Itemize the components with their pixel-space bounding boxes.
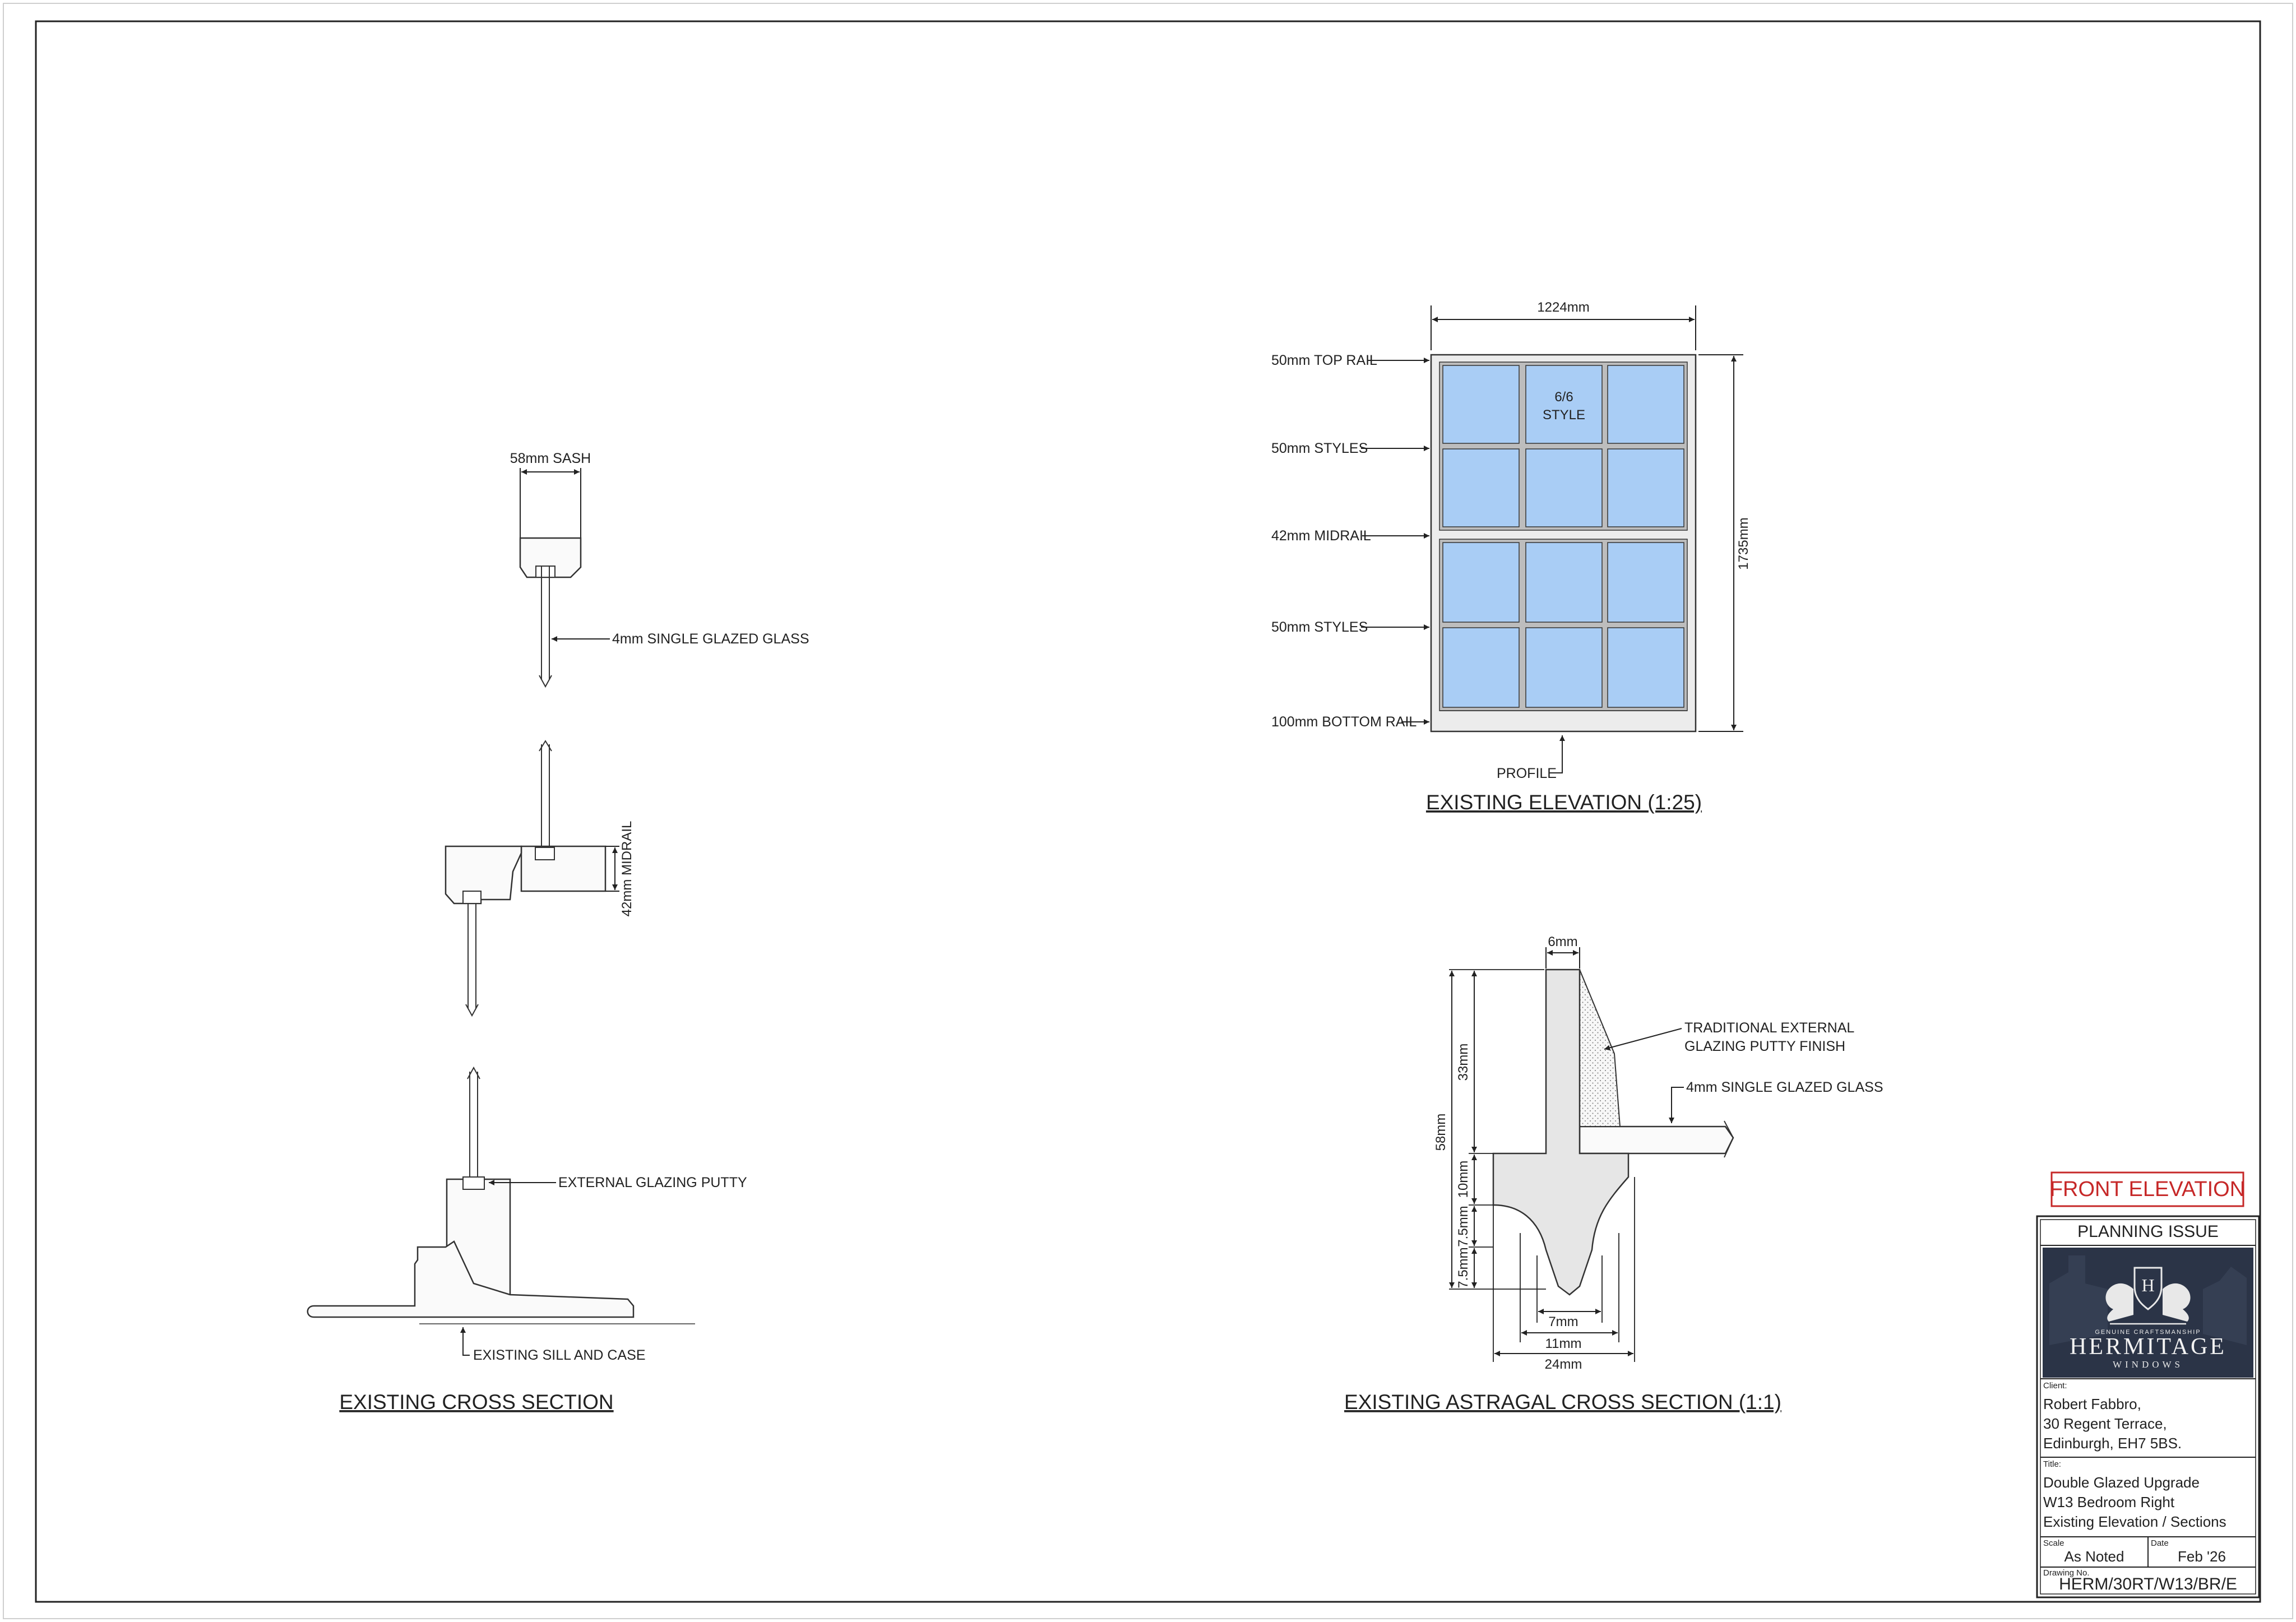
- label-top-rail: 50mm TOP RAIL: [1271, 353, 1377, 368]
- style-note: STYLE: [1543, 407, 1585, 423]
- date-value: Feb '26: [2178, 1548, 2226, 1565]
- stamp-label: FRONT ELEVATION: [2050, 1178, 2245, 1201]
- label-midrail: 42mm MIDRAIL: [1271, 528, 1371, 544]
- label-putty-finish: TRADITIONAL EXTERNAL: [1684, 1020, 1854, 1036]
- dim-7-5mm-lower: 7.5mm: [1456, 1247, 1471, 1288]
- dim-24mm: 24mm: [1545, 1357, 1582, 1372]
- elevation-title: EXISTING ELEVATION (1:25): [1426, 791, 1702, 814]
- glass-pane: [1525, 542, 1603, 623]
- cross-section-title: EXISTING CROSS SECTION: [339, 1391, 613, 1414]
- label-glass: 4mm SINGLE GLAZED GLASS: [612, 631, 809, 647]
- label-styles-upper: 50mm STYLES: [1271, 441, 1368, 456]
- label-bottom-rail: 100mm BOTTOM RAIL: [1271, 714, 1417, 730]
- putty-finish: [1579, 969, 1621, 1127]
- client-line: 30 Regent Terrace,: [2043, 1415, 2167, 1432]
- title-line: W13 Bedroom Right: [2043, 1494, 2175, 1510]
- width-dimension: 1224mm: [1537, 300, 1589, 315]
- client-line: Edinburgh, EH7 5BS.: [2043, 1435, 2182, 1452]
- midrail-profile: [520, 845, 607, 892]
- label-putty: EXTERNAL GLAZING PUTTY: [558, 1175, 747, 1190]
- label-astragal-glass: 4mm SINGLE GLAZED GLASS: [1686, 1079, 1883, 1095]
- logo-sub: WINDOWS: [2113, 1359, 2183, 1370]
- label-sash: 58mm SASH: [510, 451, 591, 466]
- title-line: Double Glazed Upgrade: [2043, 1474, 2200, 1491]
- astragal-glass: [1578, 1125, 1734, 1155]
- astragal-bar: [1492, 968, 1630, 1296]
- height-dimension: 1735mm: [1736, 517, 1751, 569]
- glass-pane: [1525, 365, 1603, 444]
- scale-label: Scale: [2043, 1538, 2064, 1548]
- dim-33mm: 33mm: [1456, 1044, 1471, 1081]
- client-label: Client:: [2043, 1381, 2067, 1391]
- client-line: Robert Fabbro,: [2043, 1396, 2141, 1412]
- glass-pane: [1442, 365, 1520, 444]
- date-label: Date: [2151, 1538, 2169, 1548]
- logo-name: HERMITAGE: [2070, 1334, 2226, 1360]
- label-styles-lower: 50mm STYLES: [1271, 619, 1368, 635]
- label-sill: EXISTING SILL AND CASE: [473, 1347, 646, 1363]
- astragal-title: EXISTING ASTRAGAL CROSS SECTION (1:1): [1344, 1391, 1781, 1414]
- dim-7-5mm-upper: 7.5mm: [1456, 1206, 1471, 1246]
- hermitage-logo: H GENUINE CRAFTSMANSHIP HERMITAGE WINDOW…: [2043, 1248, 2253, 1378]
- glass-pane: [1607, 448, 1684, 527]
- glass-pane: [1442, 448, 1520, 527]
- issue-label: PLANNING ISSUE: [2077, 1222, 2219, 1241]
- existing-elevation: 1224mm 1735mm 6/6 STYLE 50mm TOP RAIL 50…: [1271, 300, 1751, 814]
- label-putty-finish: GLAZING PUTTY FINISH: [1684, 1039, 1845, 1054]
- logo-monogram: H: [2141, 1275, 2154, 1295]
- drawing-no-label: Drawing No.: [2043, 1568, 2090, 1578]
- dim-58mm: 58mm: [1433, 1114, 1448, 1151]
- glass-pane: [1607, 627, 1684, 708]
- scale-value: As Noted: [2064, 1548, 2124, 1565]
- front-elevation-stamp: [2050, 1171, 2244, 1207]
- existing-cross-section: 58mm SASH 4mm SINGLE GLAZED GLASS 42mm M…: [307, 451, 809, 1414]
- glass-pane: [1607, 365, 1684, 444]
- astragal-cross-section: 6mm 58mm 33mm 10mm 7.5mm 7.5mm 7mm 11mm …: [1344, 934, 1883, 1414]
- logo-tagline: GENUINE CRAFTSMANSHIP: [2095, 1329, 2201, 1336]
- dim-6mm: 6mm: [1548, 934, 1577, 949]
- sill-and-case: [307, 1240, 635, 1318]
- glass-pane: [1442, 542, 1520, 623]
- dim-10mm: 10mm: [1456, 1161, 1471, 1198]
- glass-pane: [1442, 627, 1520, 708]
- title-line: Existing Elevation / Sections: [2043, 1513, 2226, 1530]
- glass-pane: [1607, 542, 1684, 623]
- drawing-border: [35, 20, 2261, 1603]
- outer-border: [3, 3, 2293, 1619]
- title-label: Title:: [2043, 1459, 2061, 1469]
- glass-pane: [1525, 627, 1603, 708]
- dim-7mm: 7mm: [1548, 1314, 1578, 1329]
- label-midrail-dim: 42mm MIDRAIL: [619, 821, 635, 917]
- label-profile: PROFILE: [1497, 766, 1557, 781]
- title-block: FRONT ELEVATION PLANNING ISSUE H GENUINE…: [2036, 1171, 2260, 1598]
- drawing-no-value: HERM/30RT/W13/BR/E: [2059, 1575, 2237, 1593]
- style-note: 6/6: [1554, 390, 1573, 405]
- dim-11mm: 11mm: [1545, 1336, 1582, 1351]
- glass-pane: [1525, 448, 1603, 527]
